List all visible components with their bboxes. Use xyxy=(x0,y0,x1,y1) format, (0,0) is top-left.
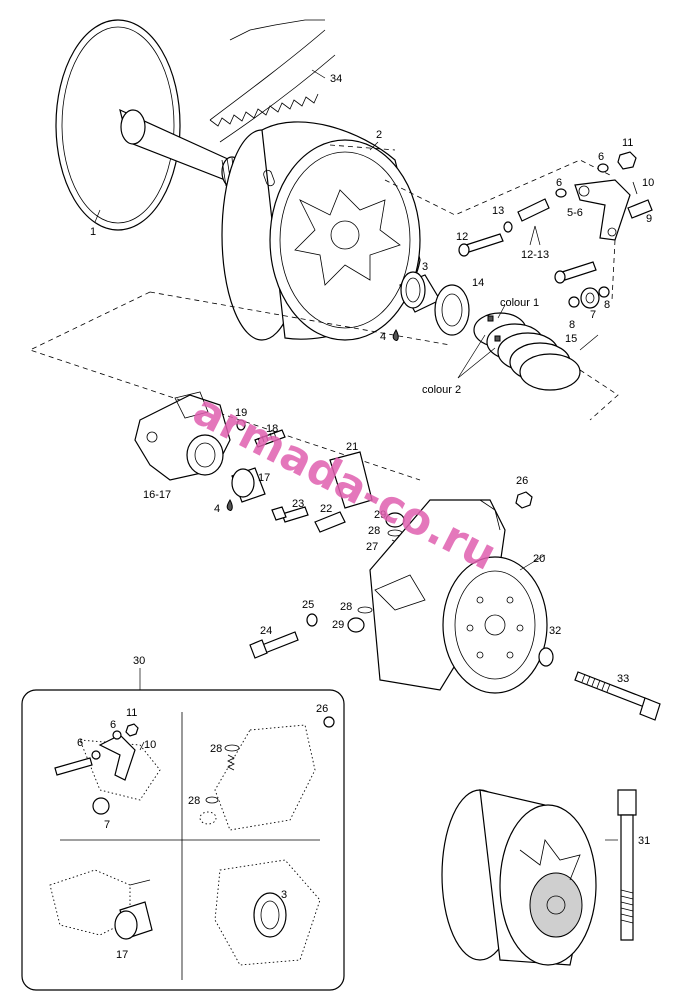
part-9-pin xyxy=(627,199,653,219)
part-13-roller-pin xyxy=(517,198,550,222)
part-15-spring xyxy=(457,304,581,391)
callout-23: 23 xyxy=(292,498,304,510)
callout-14: 14 xyxy=(472,277,484,289)
part-12-screw xyxy=(458,233,504,257)
part-6-washer xyxy=(555,163,609,198)
callout-20: 20 xyxy=(533,553,545,565)
kit-30-inset-box xyxy=(21,668,345,991)
inset-callout-3: 3 xyxy=(281,889,287,901)
part-18-spring-screw xyxy=(254,429,286,448)
assembled-clutch xyxy=(441,789,597,966)
part-10-pin xyxy=(632,181,638,195)
callout-25: 25 xyxy=(302,599,314,611)
callout-colour-1: colour 1 xyxy=(500,297,539,309)
callout-29b: 29 xyxy=(332,619,344,631)
part-23-screw xyxy=(271,506,309,523)
callout-19: 19 xyxy=(235,407,247,419)
part-13-washer xyxy=(503,221,513,233)
part-1-fixed-sheave xyxy=(55,19,243,231)
part-7-roller xyxy=(580,287,600,309)
callout-28b: 28 xyxy=(340,601,352,613)
part-17-bushing xyxy=(231,467,266,503)
inset-callout-10: 10 xyxy=(144,739,156,751)
part-29-cap-b xyxy=(347,617,365,633)
callout-12-13: 12-13 xyxy=(521,249,549,261)
part-33-bolt xyxy=(574,671,661,721)
callout-3: 3 xyxy=(422,261,428,273)
part-31-puller-tool xyxy=(617,789,637,941)
part-34-drive-belt xyxy=(209,19,336,143)
callout-18: 18 xyxy=(266,423,278,435)
part-25-washer xyxy=(306,613,318,627)
part-2-movable-sheave xyxy=(221,121,421,341)
inset-callout-28a: 28 xyxy=(210,743,222,755)
callout-8a: 8 xyxy=(604,299,610,311)
callout-30: 30 xyxy=(133,655,145,667)
callout-28a: 28 xyxy=(368,525,380,537)
callout-5-6: 5-6 xyxy=(567,207,583,219)
part-16-17-spider xyxy=(134,391,231,481)
callout-2: 2 xyxy=(376,129,382,141)
callout-34: 34 xyxy=(330,73,342,85)
inset-callout-17: 17 xyxy=(116,949,128,961)
callout-9: 9 xyxy=(646,213,652,225)
callout-11: 11 xyxy=(622,137,633,149)
callout-10: 10 xyxy=(642,177,654,189)
oil-drop-icon xyxy=(392,329,399,341)
callout-22: 22 xyxy=(320,503,332,515)
callout-29a: 29 xyxy=(374,509,386,521)
callout-4a: 4 xyxy=(380,331,386,343)
inset-panel-2-cover-kit xyxy=(199,716,335,831)
callout-31: 31 xyxy=(638,835,650,847)
oil-drop-icon-b xyxy=(226,499,233,511)
part-20-fixed-cover xyxy=(369,499,548,694)
callout-33: 33 xyxy=(617,673,629,685)
inset-panel-3-spider-kit xyxy=(49,869,153,940)
part-19-washer xyxy=(236,419,246,431)
inset-callout-6a: 6 xyxy=(110,719,116,731)
inset-panel-4-bushing-kit xyxy=(214,859,321,966)
callout-13: 13 xyxy=(492,205,504,217)
callout-17: 17 xyxy=(258,472,270,484)
callout-15: 15 xyxy=(565,333,577,345)
callout-26: 26 xyxy=(516,475,528,487)
callout-8b: 8 xyxy=(569,319,575,331)
callout-12: 12 xyxy=(456,231,468,243)
inset-callout-28b: 28 xyxy=(188,795,200,807)
callout-24: 24 xyxy=(260,625,272,637)
part-22-pin xyxy=(314,511,346,533)
part-26-nut xyxy=(515,491,533,509)
part-28-o-ring-b xyxy=(357,606,373,614)
inset-callout-11: 11 xyxy=(126,707,137,719)
part-32-washer xyxy=(538,647,554,667)
part-8-washer-b xyxy=(598,286,610,298)
callout-21: 21 xyxy=(346,441,358,453)
part-8-washer xyxy=(568,296,580,308)
part-21-lever xyxy=(329,451,373,509)
inset-callout-26: 26 xyxy=(316,703,328,715)
callout-colour-2: colour 2 xyxy=(422,384,461,396)
callout-1: 1 xyxy=(90,226,96,238)
callout-32: 32 xyxy=(549,625,561,637)
inset-callout-6b: 6 xyxy=(77,737,83,749)
part-5-6-lever-arm xyxy=(574,179,631,241)
callout-6b: 6 xyxy=(556,177,562,189)
part-14-seal xyxy=(434,284,470,336)
part-24-bolt xyxy=(249,631,299,659)
callout-7: 7 xyxy=(590,309,596,321)
part-11-nut xyxy=(617,151,637,170)
callout-6a: 6 xyxy=(598,151,604,163)
callout-4b: 4 xyxy=(214,503,220,515)
callout-16-17: 16-17 xyxy=(143,489,171,501)
part-29-cap xyxy=(385,512,405,528)
callout-27: 27 xyxy=(366,541,378,553)
inset-callout-7: 7 xyxy=(104,819,110,831)
inset-panel-1-lever-kit xyxy=(54,723,161,815)
part-12-13-screw xyxy=(554,261,597,284)
part-3-bushing xyxy=(399,271,441,313)
